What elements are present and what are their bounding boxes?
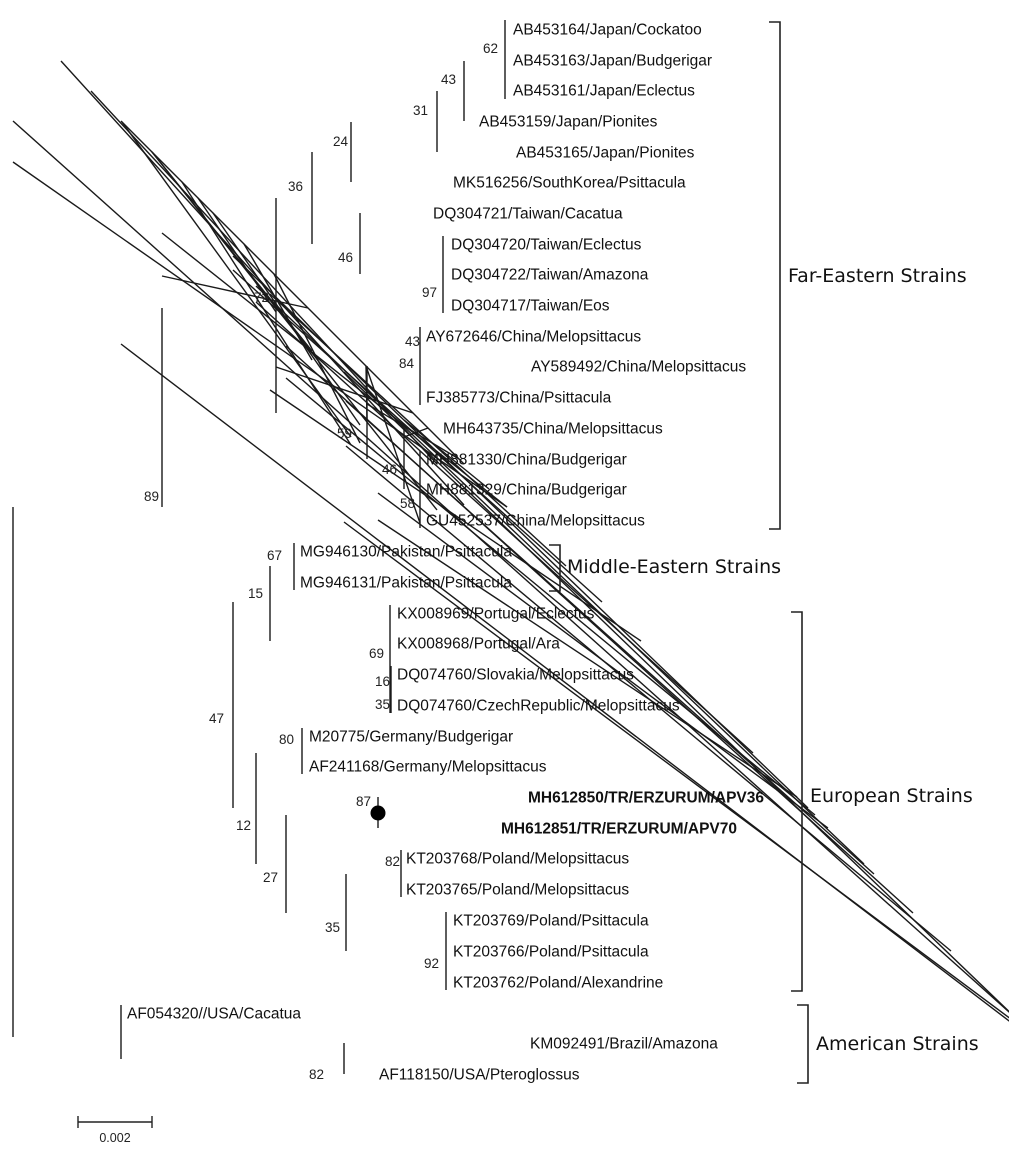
bootstrap-value: 31 xyxy=(413,103,428,118)
bootstrap-value: 59 xyxy=(337,426,352,441)
bootstrap-value: 46 xyxy=(382,462,397,477)
leaf-label: MH881329/China/Budgerigar xyxy=(426,482,627,499)
tree-branches xyxy=(12,20,1009,1074)
bootstrap-value: 72 xyxy=(254,290,269,305)
bootstrap-value: 84 xyxy=(399,356,415,371)
leaf-label: DQ304717/Taiwan/Eos xyxy=(451,298,610,315)
leaf-label: AY672646/China/Melopsittacus xyxy=(426,329,641,346)
leaf-label: AB453161/Japan/Eclectus xyxy=(513,83,695,100)
bootstrap-value: 97 xyxy=(422,285,437,300)
horizontal-branch xyxy=(120,120,465,465)
leaf-label: KT203766/Poland/Psittacula xyxy=(453,944,649,961)
bootstrap-value: 46 xyxy=(338,250,353,265)
bootstrap-value: 92 xyxy=(424,956,439,971)
bootstrap-value: 80 xyxy=(279,732,294,747)
leaf-label: MH612850/TR/ERZURUM/APV36 xyxy=(528,790,764,807)
leaf-label: MG946130/Pakistan/Psittacula xyxy=(300,544,512,561)
horizontal-branch xyxy=(345,445,952,952)
horizontal-branch xyxy=(121,121,352,438)
bootstrap-value: 82 xyxy=(385,854,400,869)
leaf-label: DQ074760/CzechRepublic/Melopsittacus xyxy=(397,698,680,715)
group-bracket xyxy=(549,544,561,592)
bootstrap-value: 62 xyxy=(483,41,498,56)
leaf-label: DQ304721/Taiwan/Cacatua xyxy=(433,206,623,223)
bootstrap-value: 36 xyxy=(288,179,303,194)
horizontal-branch xyxy=(161,232,508,508)
leaf-label: AY589492/China/Melopsittacus xyxy=(531,359,746,376)
horizontal-branch xyxy=(273,273,361,444)
group-label: Middle-Eastern Strains xyxy=(567,556,781,578)
bootstrap-value: 43 xyxy=(441,72,456,87)
leaf-label: KT203768/Poland/Melopsittacus xyxy=(406,851,629,868)
group-label: Far-Eastern Strains xyxy=(788,265,967,287)
group-bracket xyxy=(791,611,803,992)
horizontal-branch xyxy=(181,181,352,446)
bootstrap-value: 24 xyxy=(333,134,349,149)
leaf-label: DQ074760/Slovakia/Melopsittacus xyxy=(397,667,634,684)
leaf-label: MK516256/SouthKorea/Psittacula xyxy=(453,175,686,192)
group-bracket xyxy=(769,21,781,530)
leaf-label: AF241168/Germany/Melopsittacus xyxy=(309,759,547,776)
leaf-label: AB453165/Japan/Pionites xyxy=(516,145,695,162)
leaf-labels: AB453164/Japan/CockatooAB453163/Japan/Bu… xyxy=(127,22,764,1084)
bootstrap-value: 82 xyxy=(309,1067,324,1082)
leaf-label: KX008969/Portugal/Eclectus xyxy=(397,606,595,623)
group-label: European Strains xyxy=(810,785,973,807)
bootstrap-value: 67 xyxy=(267,548,282,563)
leaf-label: MH612851/TR/ERZURUM/APV70 xyxy=(501,821,737,838)
bootstrap-value: 69 xyxy=(369,646,384,661)
leaf-label: GU452537/China/Melopsittacus xyxy=(426,513,645,530)
horizontal-branch xyxy=(60,60,465,506)
bootstrap-value: 16 xyxy=(375,674,390,689)
group-bracket xyxy=(797,1004,809,1084)
horizontal-branch xyxy=(343,521,1009,1019)
leaf-label: AF118150/USA/Pteroglossus xyxy=(379,1067,580,1084)
bootstrap-value: 27 xyxy=(263,870,278,885)
leaf-label: AB453164/Japan/Cockatoo xyxy=(513,22,702,39)
leaf-label: MH643735/China/Melopsittacus xyxy=(443,421,663,438)
horizontal-branch xyxy=(232,255,809,809)
bootstrap-value: 47 xyxy=(209,711,224,726)
bootstrap-value: 35 xyxy=(325,920,340,935)
bootstrap-value: 87 xyxy=(356,794,371,809)
horizontal-branch xyxy=(12,120,1009,1013)
leaf-label: KT203765/Poland/Melopsittacus xyxy=(406,882,629,899)
group-label: American Strains xyxy=(816,1033,979,1055)
leaf-label: FJ385773/China/Psittacula xyxy=(426,390,612,407)
bootstrap-values: 62 43 31 24 36 46 97 72 43 84 59 46 58 89 67 15 69 16 35 47… xyxy=(144,41,498,1082)
leaf-label: AF054320//USA/Cacatua xyxy=(127,1006,301,1023)
horizontal-branch xyxy=(161,275,309,309)
leaf-label: DQ304720/Taiwan/Eclectus xyxy=(451,237,642,254)
leaf-label: M20775/Germany/Budgerigar xyxy=(309,729,513,746)
horizontal-branch xyxy=(403,419,490,490)
scale-bar-label: 0.002 xyxy=(99,1131,130,1145)
horizontal-branch xyxy=(12,161,508,508)
leaf-label: MH881330/China/Budgerigar xyxy=(426,452,627,469)
leaf-label: MG946131/Pakistan/Psittacula xyxy=(300,575,512,592)
bootstrap-value: 12 xyxy=(236,818,251,833)
horizontal-branch xyxy=(120,343,1009,1022)
leaf-label: KT203762/Poland/Alexandrine xyxy=(453,975,663,992)
horizontal-branch xyxy=(255,301,754,754)
leaf-label: KT203769/Poland/Psittacula xyxy=(453,913,649,930)
leaf-label: KX008968/Portugal/Ara xyxy=(397,636,560,653)
leaf-label: KM092491/Brazil/Amazona xyxy=(530,1036,718,1053)
bootstrap-value: 58 xyxy=(400,496,415,511)
bootstrap-value: 15 xyxy=(248,586,263,601)
leaf-label: AB453163/Japan/Budgerigar xyxy=(513,53,712,70)
leaf-label: AB453159/Japan/Pionites xyxy=(479,114,658,131)
highlighted-node-marker xyxy=(370,805,386,821)
horizontal-branch xyxy=(343,371,1009,1013)
bootstrap-value: 89 xyxy=(144,489,159,504)
horizontal-branch xyxy=(377,519,798,798)
horizontal-branch xyxy=(269,389,642,642)
bootstrap-value: 43 xyxy=(405,334,420,349)
scale-bar: 0.002 xyxy=(77,1116,153,1145)
horizontal-branch xyxy=(285,377,816,816)
bootstrap-value: 35 xyxy=(375,697,390,712)
leaf-label: DQ304722/Taiwan/Amazona xyxy=(451,267,649,284)
